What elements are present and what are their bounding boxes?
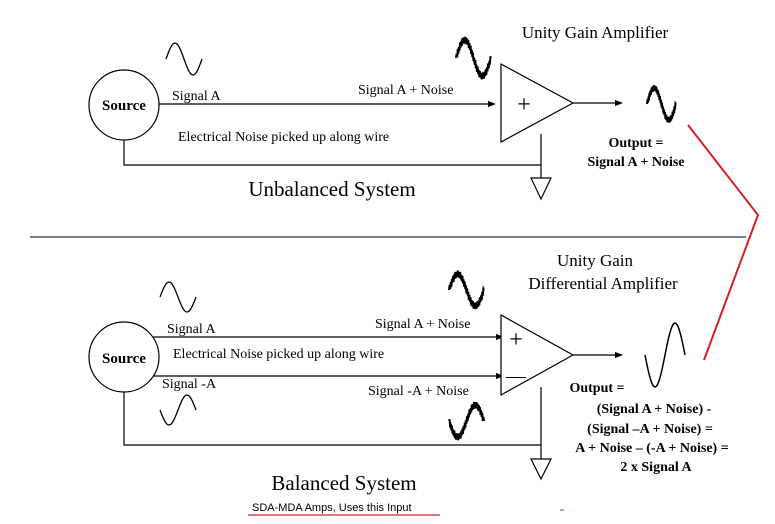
balanced-noise-note: Electrical Noise picked up along wire bbox=[173, 347, 384, 362]
balanced-amp-minus: — bbox=[505, 365, 527, 387]
balanced-signal-a-noise-label: Signal A + Noise bbox=[375, 317, 470, 332]
unbalanced-return-wire bbox=[123, 140, 541, 166]
output-comparison-connector bbox=[687, 124, 760, 361]
balanced-output-line: Output = bbox=[569, 381, 624, 396]
footer-note: SDA-MDA Amps, Uses this Input bbox=[252, 502, 412, 514]
unbalanced-output-line1: Output = bbox=[608, 136, 663, 151]
balanced-output-line: A + Noise – (-A + Noise) = bbox=[575, 441, 728, 456]
balanced-signal-neg-a-noisy-sine-icon bbox=[448, 401, 485, 441]
unbalanced-output-line2: Signal A + Noise bbox=[587, 155, 684, 170]
balanced-signal-a-label: Signal A bbox=[167, 322, 217, 337]
balanced-amp-title-line2: Differential Amplifier bbox=[528, 274, 678, 293]
balanced-signal-neg-a-label: Signal -A bbox=[162, 377, 217, 392]
unbalanced-signal-label: Signal A bbox=[172, 89, 222, 104]
balanced-return-wire bbox=[123, 392, 541, 446]
unbalanced-source-label: Source bbox=[102, 98, 146, 114]
unbalanced-signal-noise-label: Signal A + Noise bbox=[358, 83, 453, 98]
unbalanced-noisy-sine-icon bbox=[455, 36, 492, 80]
balanced-source-label: Source bbox=[102, 351, 146, 367]
balanced-output-large-sine-icon bbox=[644, 322, 686, 388]
unbalanced-clean-sine-icon bbox=[165, 42, 203, 76]
balanced-signal-a-sine-icon bbox=[159, 281, 197, 313]
unbalanced-amp-title: Unity Gain Amplifier bbox=[522, 23, 669, 42]
unbalanced-amplifier bbox=[500, 62, 575, 144]
unbalanced-noise-note: Electrical Noise picked up along wire bbox=[178, 130, 389, 145]
unbalanced-output-noisy-sine-icon bbox=[646, 85, 677, 123]
unbalanced-amp-plus: + bbox=[517, 92, 531, 118]
balanced-output-line: 2 x Signal A bbox=[620, 460, 692, 475]
balanced-amp-title-line1: Unity Gain bbox=[557, 251, 634, 270]
balanced-output-line: (Signal A + Noise) - bbox=[597, 402, 712, 417]
balanced-signal-a-noisy-sine-icon bbox=[448, 270, 485, 310]
balanced-system: Source + — Unity Gain Differential Ampli… bbox=[88, 251, 729, 495]
balanced-ground-symbol bbox=[530, 458, 552, 481]
unbalanced-system: Source + Unity Gain Amplifier Signal A S… bbox=[88, 23, 685, 201]
balanced-signal-neg-a-noise-label: Signal -A + Noise bbox=[368, 384, 469, 399]
balanced-caption: Balanced System bbox=[271, 471, 416, 495]
balanced-output-line: (Signal –A + Noise) = bbox=[587, 422, 713, 437]
unbalanced-caption: Unbalanced System bbox=[248, 177, 415, 201]
balanced-amp-plus: + bbox=[509, 327, 523, 353]
unbalanced-ground-symbol bbox=[530, 177, 552, 201]
balanced-signal-neg-a-sine-icon bbox=[159, 394, 197, 426]
balanced-differential-amplifier bbox=[500, 313, 575, 397]
